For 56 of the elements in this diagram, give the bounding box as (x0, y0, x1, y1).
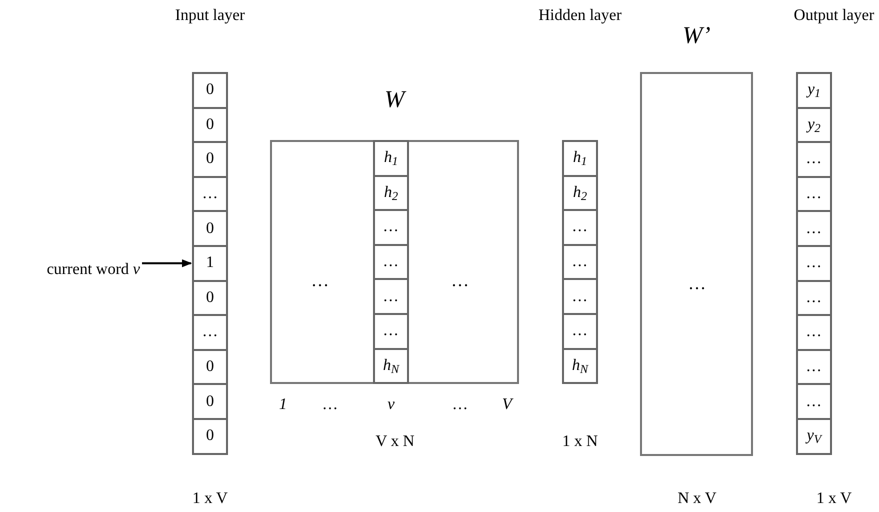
vector-cell: … (373, 244, 409, 280)
vector-cell: h$_{1}$ (373, 140, 409, 177)
vector-cell: … (796, 245, 832, 282)
vector-cell: … (373, 209, 409, 246)
axis-label: N x V (678, 489, 716, 509)
vector-cell: 0 (192, 72, 228, 109)
vector-cell: … (796, 383, 832, 420)
vector-cell: y$_{2}$ (796, 106, 832, 144)
axis-label: V x N (376, 432, 414, 452)
vector-cell: … (373, 278, 409, 315)
vector-cell: … (373, 313, 409, 350)
vector-cell: 0 (192, 383, 228, 420)
vector-cell: 0 (192, 348, 228, 386)
vector-cell: h$_{1}$ (562, 140, 598, 177)
axis-label: … (322, 395, 338, 415)
axis-label: Hidden layer (538, 6, 622, 26)
matrix-label: W’ (682, 22, 710, 50)
vector-cell: … (562, 209, 598, 246)
vector-cell: h$_{N}$ (562, 348, 598, 384)
vector-cell: … (796, 176, 832, 212)
vector-cell: … (562, 313, 598, 350)
vector-cell: 0 (192, 418, 228, 455)
vector-cell: … (562, 278, 598, 315)
vector-cell: … (796, 210, 832, 247)
ellipsis: … (688, 273, 706, 293)
axis-label: 1 (279, 395, 287, 415)
vector-cell: 0 (192, 210, 228, 247)
vector-cell: h$_{2}$ (373, 174, 409, 212)
word-label: current word v (0, 258, 140, 282)
vector-cell: … (192, 314, 228, 351)
ellipsis: … (311, 270, 329, 290)
matrix-label: W (384, 86, 404, 114)
vector-cell: … (192, 176, 228, 212)
vector-cell: h$_{2}$ (562, 174, 598, 212)
arrow (142, 259, 192, 268)
axis-label: 1 x V (816, 489, 852, 509)
vector-cell: … (562, 244, 598, 280)
vector-cell: h$_{N}$ (373, 348, 409, 384)
axis-label: v (387, 395, 395, 415)
vector-cell: 1 (192, 245, 228, 282)
axis-label: 1 x N (562, 432, 598, 452)
ellipsis: … (451, 270, 469, 290)
vector-cell: 0 (192, 141, 228, 178)
axis-label: V (502, 395, 512, 415)
vector-cell: … (796, 348, 832, 386)
vector-cell: 0 (192, 106, 228, 144)
axis-label: Input layer (175, 6, 245, 26)
vector-cell: 0 (192, 280, 228, 316)
vector-cell: y$_{1}$ (796, 72, 832, 109)
vector-cell: … (796, 141, 832, 178)
vector-cell: … (796, 280, 832, 316)
axis-label: 1 x V (192, 489, 228, 509)
axis-label: … (452, 395, 468, 415)
axis-label: Output layer (794, 6, 874, 26)
vector-cell: y$_{V}$ (796, 418, 832, 455)
vector-cell: … (796, 314, 832, 351)
